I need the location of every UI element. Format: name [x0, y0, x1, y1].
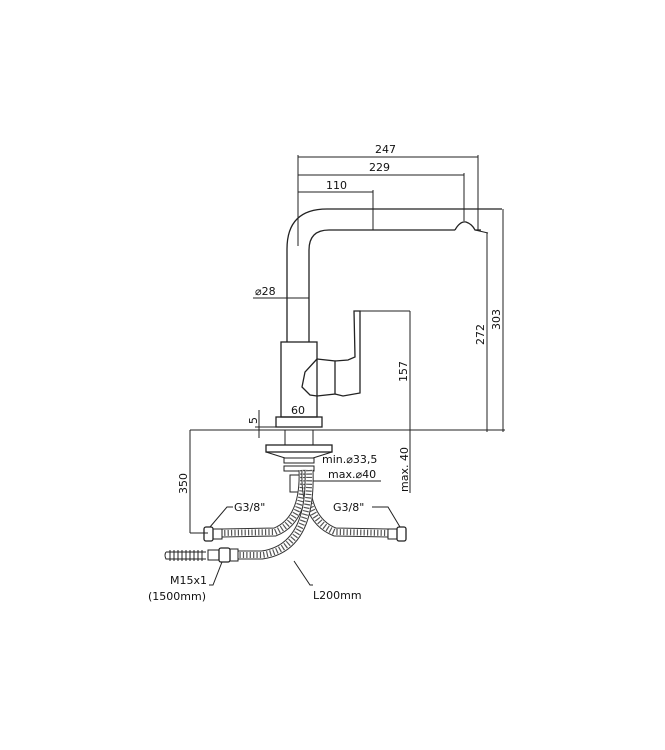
callout-thread-left: G3/8" [234, 501, 265, 514]
callout-leaders [209, 506, 401, 586]
callout-thread-right: G3/8" [333, 501, 364, 514]
dimension-lines-top [297, 155, 479, 246]
dimension-min-diameter: min.⌀33,5 [322, 453, 377, 466]
dimension-max-40: max. 40 [398, 447, 411, 492]
dimension-272: 272 [474, 324, 487, 345]
faucet-base [190, 410, 505, 493]
dimension-350: 350 [177, 473, 190, 494]
dimension-60: 60 [291, 404, 305, 417]
faucet-spout [286, 208, 502, 342]
dimension-lines-right [409, 209, 504, 432]
dimension-247: 247 [375, 143, 396, 156]
dimension-157: 157 [397, 361, 410, 382]
supply-hoses [221, 469, 389, 560]
dimension-diameter-28: ⌀28 [255, 285, 276, 298]
callout-shower-thread: M15x1 [170, 574, 207, 587]
hose-connectors [164, 526, 407, 563]
callout-hose-length: L200mm [313, 589, 362, 602]
dimension-max-diameter: max.⌀40 [328, 468, 376, 481]
dimension-229: 229 [369, 161, 390, 174]
dimension-5: 5 [247, 417, 260, 424]
callout-shower-length: (1500mm) [148, 590, 206, 603]
faucet-body [280, 310, 410, 418]
dimension-303: 303 [490, 309, 503, 330]
dimension-110: 110 [326, 179, 347, 192]
